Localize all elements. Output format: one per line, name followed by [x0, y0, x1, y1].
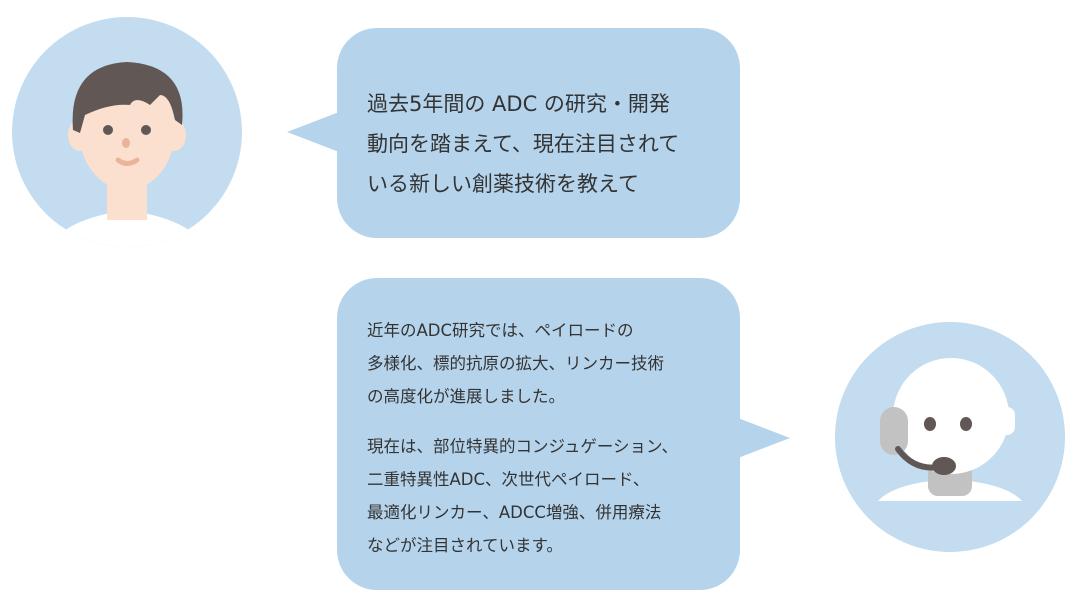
user-question-bubble: 過去5年間の ADC の研究・開発 動向を踏まえて、現在注目されて いる新しい創…: [287, 28, 740, 238]
answer-line: 近年のADC研究では、ペイロードの: [367, 321, 634, 340]
bubble-tail: [287, 112, 339, 152]
answer-paragraph: 近年のADC研究では、ペイロードの 多様化、標的抗原の拡大、リンカー技術 の高度…: [367, 314, 740, 413]
question-line: いる新しい創薬技術を教えて: [367, 172, 639, 196]
question-line: 過去5年間の ADC の研究・開発: [367, 92, 670, 116]
answer-line: 最適化リンカー、ADCC増強、併用療法: [367, 503, 662, 522]
user-avatar-icon: [12, 17, 242, 247]
answer-line: の高度化が進展しました。: [367, 387, 565, 406]
assistant-answer-bubble: 近年のADC研究では、ペイロードの 多様化、標的抗原の拡大、リンカー技術 の高度…: [337, 278, 790, 590]
answer-line: 現在は、部位特異的コンジュゲーション、: [367, 437, 679, 456]
answer-line: 多様化、標的抗原の拡大、リンカー技術: [367, 354, 664, 373]
bubble-tail: [738, 418, 790, 458]
answer-line: 二重特異性ADC、次世代ペイロード、: [367, 470, 650, 489]
answer-line: などが注目されています。: [367, 536, 563, 555]
answer-paragraph: 現在は、部位特異的コンジュゲーション、 二重特異性ADC、次世代ペイロード、 最…: [367, 430, 740, 562]
question-line: 動向を踏まえて、現在注目されて: [367, 132, 680, 156]
operator-headset-avatar-icon: [835, 322, 1065, 552]
